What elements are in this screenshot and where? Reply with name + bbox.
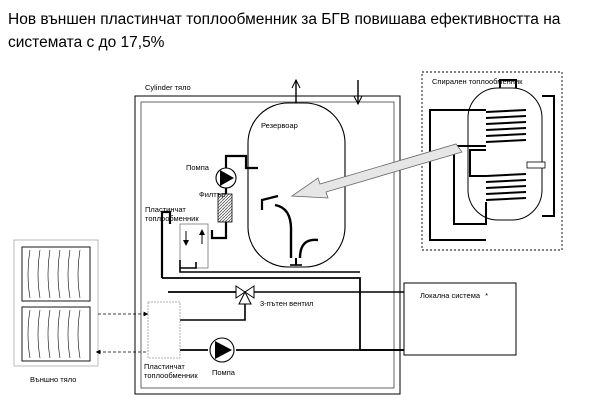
pump-top-label: Помпа — [186, 163, 210, 172]
plate-hx-inner-label: Пластинчат топлообменник — [145, 205, 199, 223]
coil-hx-pipe-left — [429, 109, 486, 241]
filter-icon — [217, 193, 233, 223]
valve-down-pipe — [180, 300, 246, 321]
replacement-arrow-icon — [290, 143, 463, 199]
cylinder-body-label: Cylinder тяло — [145, 83, 191, 92]
outdoor-unit-fan-bottom — [21, 306, 91, 362]
pump-top-triangle — [220, 170, 234, 186]
coil-hx-label: Спирален топлообменник — [432, 77, 523, 86]
coil-hx-tank — [467, 87, 543, 221]
pump-top-pipe — [224, 154, 258, 170]
primary-loop-upper — [162, 277, 361, 350]
plate-hx-inner-icon — [179, 223, 209, 269]
cylinder-body-inner-frame — [140, 101, 395, 389]
plate-hx-outer-label: Пластинчат топлообменник — [144, 362, 198, 380]
local-system-label-text: Локална система — [420, 291, 481, 300]
coil-hx-upper-coil — [485, 109, 527, 143]
plate-hx-outer-label-text: Пластинчат — [144, 362, 185, 371]
top-inlet-arrow-icon — [353, 95, 363, 106]
local-system-box — [403, 282, 517, 356]
reservoir-internal-pipe — [274, 203, 293, 258]
plate-hx-inner-pipe-left — [160, 210, 172, 278]
outdoor-unit-label: Външно тяло — [30, 375, 76, 384]
pump-bottom-label: Помпа — [212, 368, 236, 377]
coil-hx-pipe-mid — [469, 149, 486, 177]
coil-hx-lower-coil — [485, 173, 527, 201]
top-outlet-arrow-icon — [291, 78, 301, 89]
outdoor-unit-fan-top — [21, 246, 91, 302]
plate-hx-inner-pipe-bottom — [179, 260, 197, 269]
coil-hx-pipe-right — [542, 95, 555, 217]
filter-outlet-pipe — [210, 222, 228, 240]
coil-hx-pipe-top — [499, 79, 517, 88]
pump-bottom-triangle — [215, 341, 232, 359]
filter-label: Филтър — [199, 190, 226, 199]
reservoir-link-pipe — [179, 268, 360, 273]
local-system-asterisk: * — [485, 291, 488, 300]
headline: Нов външен пластинчат топлообменник за Б… — [8, 11, 561, 51]
three-way-valve-label: 3-пътен вентил — [260, 299, 313, 308]
coil-hx-sensor — [526, 161, 546, 169]
plate-hx-outer-icon — [147, 301, 181, 359]
local-system-label: Локална система * — [420, 291, 488, 300]
coil-hx-pipe-left-2 — [453, 145, 487, 225]
three-way-valve-stem — [238, 290, 252, 305]
plate-hx-inner-label-text: Пластинчат — [145, 205, 186, 214]
reservoir-feed-pipe — [260, 194, 279, 210]
reservoir-internal-pipe-2 — [298, 238, 319, 259]
cylinder-body-frame — [134, 95, 401, 395]
reservoir-label: Резервоар — [261, 121, 298, 130]
